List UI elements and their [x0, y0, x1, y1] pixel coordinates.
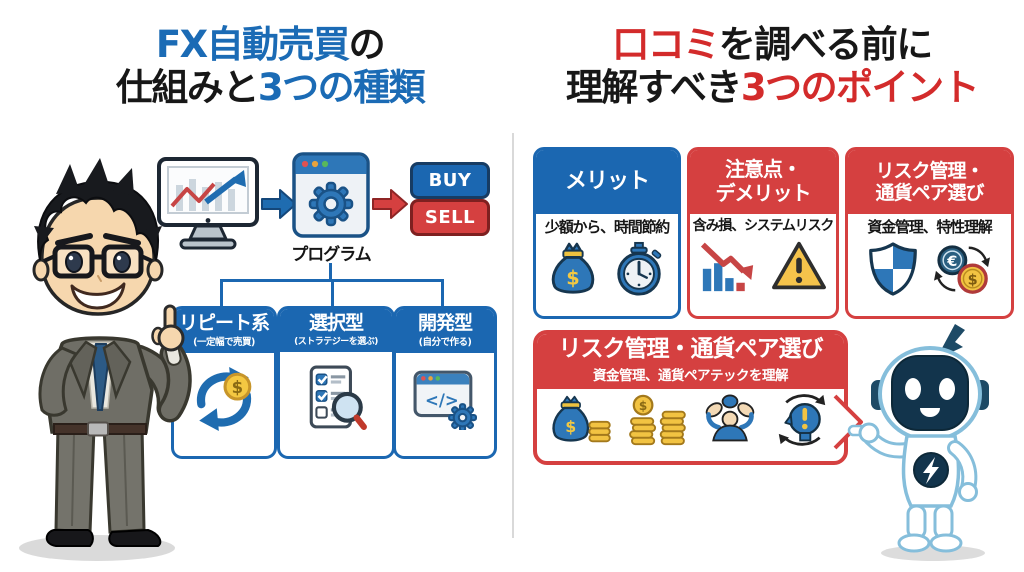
repeat-cycle-dollar-icon: $	[197, 366, 252, 431]
point-box-risk: リスク管理・ 通貨ペア選び 資金管理、特性理解	[845, 147, 1014, 319]
sell-button: SELL	[410, 199, 490, 236]
connector-drop-2	[331, 279, 334, 307]
businessman-mascot-illustration	[19, 158, 192, 561]
program-window-gear-icon	[292, 152, 370, 238]
robot-mascot-illustration	[847, 324, 989, 561]
shield-icon	[868, 241, 917, 296]
currency-exchange-icon: € $	[933, 244, 990, 294]
type-box-select: 選択型 (ストラテジーを選ぶ)	[277, 306, 395, 459]
declining-chart-icon	[700, 242, 754, 292]
money-bag-icon: $	[551, 242, 595, 294]
right-title: 口コミを調べる前に 理解すべき3つのポイント	[536, 23, 1008, 110]
juggling-person-icon	[705, 394, 755, 441]
money-bag-coins-icon: $	[552, 395, 612, 442]
connector-stem	[329, 263, 332, 280]
svg-text:</>: </>	[425, 391, 459, 410]
svg-text:€: €	[946, 254, 957, 270]
risk-callout-header: リスク管理・通貨ペア選び 資金管理、通貨ペアテックを理解	[537, 334, 844, 389]
stopwatch-icon	[617, 241, 662, 296]
callout-tail	[833, 394, 863, 450]
left-title: FX自動売買の 仕組みと3つの種類	[50, 23, 490, 110]
connector-drop-1	[220, 279, 223, 307]
type-box-select-header: 選択型 (ストラテジーを選ぶ)	[280, 309, 392, 352]
connector-drop-3	[441, 279, 444, 307]
buy-button: BUY	[410, 162, 490, 199]
point-box-caution-header: 注意点・ デメリット	[690, 150, 836, 214]
red-right-arrow-icon	[372, 189, 408, 219]
svg-text:$: $	[566, 417, 577, 436]
type-box-develop-header: 開発型 (自分で作る)	[396, 309, 494, 353]
left-title-line2: 仕組みと3つの種類	[115, 65, 426, 109]
point-box-merit: メリット 少額から、時間節約 $	[533, 147, 681, 319]
coin-stacks-icon: $	[628, 394, 686, 445]
right-title-line2: 理解すべき3つのポイント	[565, 65, 980, 109]
warning-triangle-icon	[772, 242, 826, 290]
center-divider	[512, 133, 514, 538]
svg-text:$: $	[566, 266, 579, 289]
rethink-head-icon	[778, 393, 825, 446]
right-title-line1: 口コミを調べる前に	[612, 23, 933, 66]
svg-text:$: $	[967, 272, 977, 288]
code-window-gear-icon: </>	[413, 370, 477, 430]
checklist-magnifier-icon	[309, 365, 367, 430]
monitor-chart-icon	[157, 157, 259, 250]
risk-callout-box: リスク管理・通貨ペア選び 資金管理、通貨ペアテックを理解 $ $	[533, 330, 848, 465]
type-box-repeat-header: リピート系 (一定幅で売買)	[174, 309, 274, 353]
svg-text:$: $	[232, 378, 243, 397]
point-box-risk-header: リスク管理・ 通貨ペア選び	[848, 150, 1011, 214]
program-label: プログラム	[291, 245, 372, 265]
point-box-caution: 注意点・ デメリット 含み損、システムリスク	[687, 147, 839, 319]
blue-right-arrow-icon	[261, 189, 297, 219]
type-box-develop: 開発型 (自分で作る) </>	[393, 306, 497, 459]
point-box-merit-header: メリット	[536, 150, 678, 214]
left-title-line1: FX自動売買の	[155, 23, 386, 66]
svg-text:$: $	[639, 398, 647, 412]
